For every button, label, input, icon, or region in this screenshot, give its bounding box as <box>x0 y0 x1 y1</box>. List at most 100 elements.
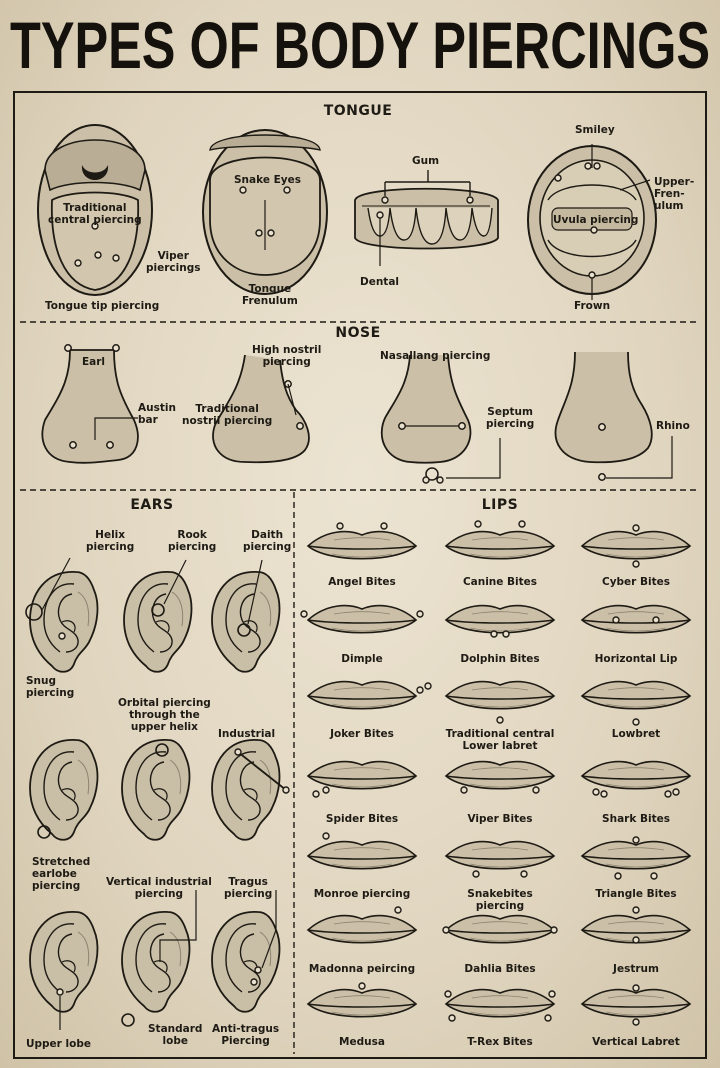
stud-icon <box>336 522 344 530</box>
nose-septum <box>380 354 501 484</box>
lip-jestrum <box>581 906 691 944</box>
label-lip-viper: Viper Bites <box>467 813 533 825</box>
lips-grid <box>300 520 691 1026</box>
stud-icon <box>664 790 672 798</box>
lip-dahlia <box>442 914 558 944</box>
tongue-underside <box>202 129 328 295</box>
stud-icon <box>550 926 558 934</box>
lip-dolphin <box>445 604 555 638</box>
lip-cyber <box>581 524 691 568</box>
label-upper-lobe: Upper lobe <box>26 1038 91 1050</box>
stud-icon <box>532 786 540 794</box>
lip-dimple <box>300 604 424 634</box>
stud-icon <box>322 786 330 794</box>
stud-icon <box>490 630 498 638</box>
label-lip-madonna: Madonna peircing <box>308 963 416 975</box>
stud-icon <box>632 718 640 726</box>
label-earl: Earl <box>82 356 106 368</box>
stud-icon <box>544 1014 552 1022</box>
stud-icon <box>312 790 320 798</box>
ear-tragus <box>211 910 281 1013</box>
lip-trex <box>444 988 556 1022</box>
ear-vertical-industrial <box>121 910 191 1013</box>
stud-icon <box>474 520 482 528</box>
stud-icon <box>472 870 480 878</box>
stud-icon <box>650 872 658 880</box>
stud-icon <box>358 982 366 990</box>
label-lip-lowbret: Lowbret <box>611 728 661 740</box>
ear-daith <box>211 570 281 673</box>
stud-icon <box>518 520 526 528</box>
label-tongue-tip: Tongue tip piercing <box>45 300 160 312</box>
section-tongue: TONGUE <box>323 103 393 119</box>
lip-spider <box>307 760 417 798</box>
label-lip-horizontal: Horizontal Lip <box>594 653 678 665</box>
stud-icon <box>632 524 640 532</box>
stud-icon <box>442 926 450 934</box>
label-lip-jestrum: Jestrum <box>613 963 659 975</box>
lip-horizontal <box>581 604 691 634</box>
stud-icon <box>502 630 510 638</box>
lip-viper <box>445 760 555 794</box>
lip-angel <box>307 522 417 560</box>
label-lip-joker: Joker Bites <box>330 728 394 740</box>
ear-rook <box>123 570 193 673</box>
stud-icon <box>632 836 640 844</box>
label-lip-dimple: Dimple <box>341 653 383 665</box>
label-upper-frenulum: Upper-Fren-ulum <box>654 176 695 212</box>
label-gum: Gum <box>412 155 440 167</box>
stud-icon <box>444 990 452 998</box>
label-nasallang: Nasallang piercing <box>380 350 491 362</box>
label-lip-dolphin: Dolphin Bites <box>460 653 540 665</box>
stud-icon <box>300 610 308 618</box>
lip-lowbret <box>581 680 691 726</box>
label-lip-triangle: Triangle Bites <box>595 888 677 900</box>
ear-industrial <box>211 738 281 841</box>
label-smiley: Smiley <box>575 124 615 136</box>
lip-canine <box>445 520 555 560</box>
poster-title: TYPES OF BODY PIERCINGS <box>10 8 710 82</box>
stud-icon <box>672 788 680 796</box>
label-lip-canine: Canine Bites <box>462 576 538 588</box>
section-ears: EARS <box>130 497 174 513</box>
stud-icon <box>380 522 388 530</box>
stud-icon <box>600 790 608 798</box>
label-lip-dahlia: Dahlia Bites <box>464 963 536 975</box>
title-text: TYPES OF BODY PIERCINGS <box>10 8 710 82</box>
stud-icon <box>424 682 432 690</box>
nose-rhino <box>554 351 673 481</box>
label-lip-spider: Spider Bites <box>325 813 399 825</box>
stud-icon <box>548 990 556 998</box>
stud-icon <box>632 560 640 568</box>
label-lip-medusa: Medusa <box>339 1036 385 1048</box>
label-lip-vertical-labret: Vertical Labret <box>592 1036 680 1048</box>
label-lip-angel: Angel Bites <box>328 576 396 588</box>
nose-nostril <box>212 354 310 464</box>
label-lip-cyber: Cyber Bites <box>601 576 670 588</box>
stud-icon <box>460 786 468 794</box>
lip-trad-lower <box>445 680 555 724</box>
label-lip-trex: T-Rex Bites <box>467 1036 533 1048</box>
stud-icon <box>632 984 640 992</box>
ear-helix <box>29 570 99 673</box>
label-lip-monroe: Monroe piercing <box>313 888 411 900</box>
stud-icon <box>496 716 504 724</box>
lip-medusa <box>307 982 417 1018</box>
label-snake-eyes: Snake Eyes <box>234 174 301 186</box>
lip-shark <box>581 760 691 798</box>
gum-teeth <box>354 170 499 266</box>
